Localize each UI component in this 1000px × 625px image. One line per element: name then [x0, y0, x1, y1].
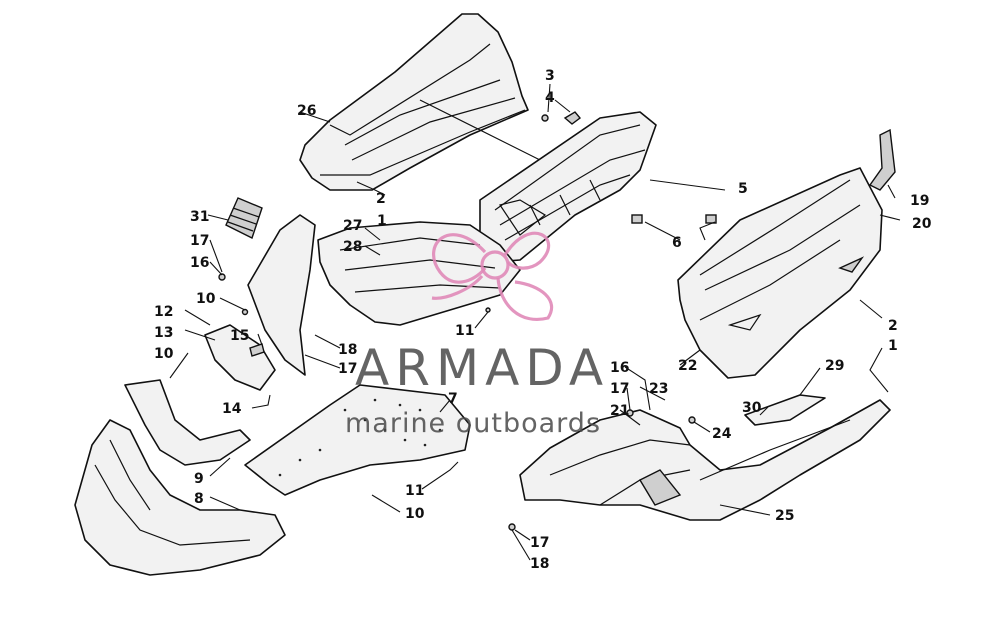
skid-plate-rivets [278, 398, 442, 477]
callout-19: 19 [910, 193, 929, 209]
callout-23: 23 [649, 381, 668, 397]
callout-9: 9 [194, 471, 204, 487]
callout-17-d: 17 [530, 535, 549, 551]
leader-lines [169, 83, 901, 561]
lower-chassis [519, 399, 891, 521]
skid-plate [244, 384, 471, 496]
callout-20: 20 [912, 216, 932, 232]
callout-2-right: 2 [888, 318, 898, 334]
callout-18-b: 18 [530, 556, 549, 572]
callout-16-a: 16 [190, 255, 209, 271]
callout-27: 27 [343, 218, 362, 234]
propeller-logo-icon [431, 231, 554, 321]
callout-18-a: 18 [338, 342, 357, 358]
callout-14: 14 [222, 401, 242, 417]
callout-7: 7 [448, 391, 458, 407]
callout-17-c: 17 [610, 381, 629, 397]
callout-10-c: 10 [405, 506, 425, 522]
callout-25: 25 [775, 508, 794, 524]
lower-bracket [124, 379, 251, 466]
callout-29: 29 [825, 358, 844, 374]
vent-grille [225, 197, 263, 239]
callout-15: 15 [230, 328, 249, 344]
callout-6: 6 [672, 235, 682, 251]
callout-1-top: 1 [377, 213, 387, 229]
side-panel-middle [479, 111, 657, 263]
callout-2-top: 2 [376, 191, 386, 207]
callout-26: 26 [297, 103, 316, 119]
tow-handle [868, 128, 896, 191]
hardware-items [218, 111, 717, 531]
callout-1-right: 1 [888, 338, 898, 354]
callout-17-a: 17 [190, 233, 209, 249]
callout-22: 22 [678, 358, 697, 374]
callout-21: 21 [610, 403, 629, 419]
callout-12: 12 [154, 304, 173, 320]
side-panel-right [677, 167, 883, 379]
callout-31: 31 [190, 209, 209, 225]
callout-5: 5 [738, 181, 748, 197]
callout-10-a: 10 [196, 291, 216, 307]
callout-4: 4 [545, 90, 555, 106]
small-plate [744, 394, 826, 426]
callout-3: 3 [545, 68, 555, 84]
callout-16-b: 16 [610, 360, 629, 376]
callout-labels: 26 2 3 4 5 6 19 20 2 1 31 17 16 10 12 13… [154, 68, 932, 572]
callout-30: 30 [742, 400, 762, 416]
callout-10-b: 10 [154, 346, 174, 362]
callout-17-b: 17 [338, 361, 357, 377]
callout-11-b: 11 [405, 483, 424, 499]
callout-24: 24 [712, 426, 732, 442]
nose-cone [74, 419, 286, 576]
hood-panel-top [299, 13, 561, 191]
callout-8: 8 [194, 491, 204, 507]
callout-11-a: 11 [455, 323, 474, 339]
watermark-tagline: marine outboards [345, 408, 601, 439]
callout-13: 13 [154, 325, 173, 341]
side-bracket [204, 214, 316, 391]
callout-28: 28 [343, 239, 362, 255]
watermark-brand: ARMADA [355, 339, 609, 397]
